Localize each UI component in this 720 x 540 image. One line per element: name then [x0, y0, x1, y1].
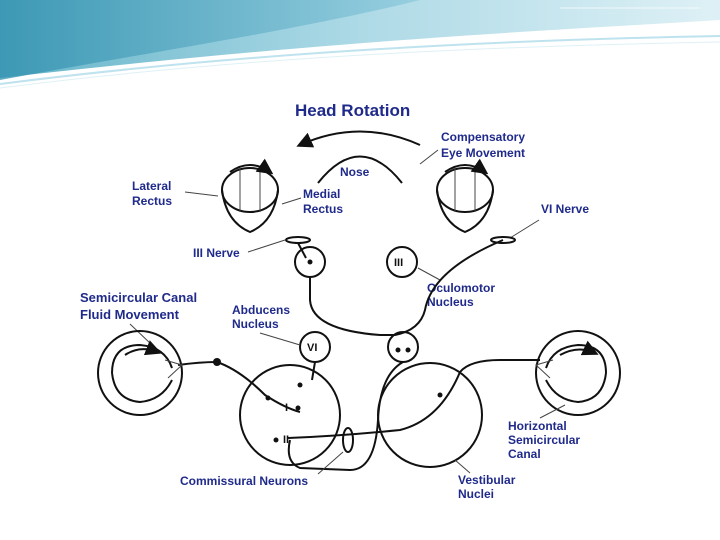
commissural-ring [342, 427, 354, 453]
vi-nerve-label: VI Nerve [541, 202, 589, 216]
vi-nerve-ring [490, 236, 516, 244]
vi-numeral: VI [307, 342, 317, 354]
nerve-path [287, 359, 540, 439]
iii-nerve-label: III Nerve [193, 246, 240, 260]
horizontal-canal-label: Horizontal Semicircular Canal [508, 419, 583, 461]
vestibular-label: Vestibular Nuclei [458, 473, 519, 501]
rotation-arrow [296, 130, 421, 148]
right-vestibular-nucleus [377, 362, 483, 468]
diagram-title: Head Rotation [295, 101, 410, 120]
abducens-label: Abducens Nucleus [232, 303, 293, 331]
abducens-right-circle [387, 331, 419, 363]
iii-numeral: III [394, 257, 403, 269]
i-numeral: I [285, 402, 288, 414]
nose-shape [317, 155, 403, 184]
left-semicircular-canal [97, 330, 183, 416]
iii-nerve-ring [285, 236, 311, 244]
nerve-path [216, 361, 301, 413]
nose-label: Nose [340, 165, 370, 179]
banner-line [0, 35, 720, 85]
semicircular-fluid-label: Semicircular Canal Fluid Movement [80, 290, 201, 322]
right-semicircular-canal [535, 330, 621, 416]
medial-rectus-label: Medial Rectus [303, 187, 344, 216]
nerve-path [177, 361, 218, 366]
oculomotor-right-circle [386, 246, 418, 278]
nerve-path [309, 239, 504, 336]
commissural-label: Commissural Neurons [180, 474, 308, 488]
compensatory-label: Compensatory Eye Movement [441, 130, 528, 160]
right-eye [436, 158, 494, 234]
decorative-banner [0, 0, 720, 89]
lateral-rectus-label: Lateral Rectus [132, 179, 175, 208]
left-vestibular-nucleus [239, 364, 341, 466]
oculomotor-label: Oculomotor Nucleus [427, 281, 498, 309]
banner-line [0, 41, 720, 89]
ii-numeral: II [283, 434, 289, 446]
nerve-path [297, 242, 307, 259]
nerve-path [287, 361, 404, 472]
left-eye [221, 158, 279, 234]
banner-wave-front [0, 0, 420, 80]
